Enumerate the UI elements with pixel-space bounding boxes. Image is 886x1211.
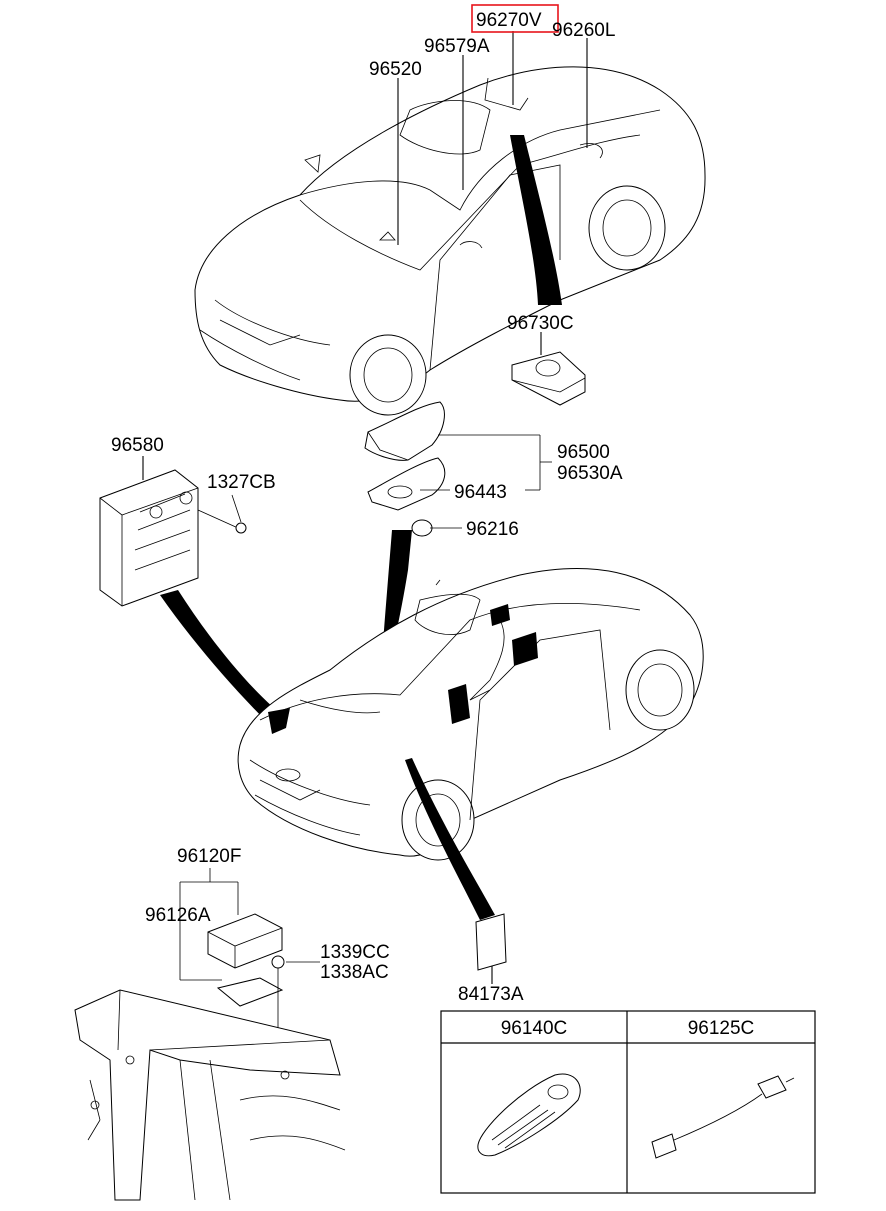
part-96140C-illustration [477, 1073, 581, 1157]
part-96580-illustration [99, 456, 288, 725]
label-96216: 96216 [466, 519, 519, 540]
crossbar-frame-illustration [74, 989, 346, 1201]
label-96260L: 96260L [552, 20, 615, 41]
part-96730C-illustration [511, 351, 586, 406]
parts-table: 96140C 96125C [440, 1010, 816, 1194]
label-96530A: 96530A [557, 463, 623, 484]
label-1327CB: 1327CB [207, 472, 276, 493]
highlight-box-96270V [471, 4, 559, 33]
top-car-illustration [194, 66, 706, 416]
callout-wedge-84173A [405, 758, 495, 920]
label-96126A: 96126A [145, 905, 211, 926]
label-96120F: 96120F [177, 846, 241, 867]
label-96580: 96580 [111, 435, 164, 456]
label-96730C: 96730C [507, 313, 574, 334]
label-96500: 96500 [557, 442, 610, 463]
part-84173A-illustration [475, 913, 507, 984]
antenna-parts-illustration [364, 401, 552, 685]
middle-car-illustration [237, 567, 704, 920]
label-96270V: 96270V [476, 10, 542, 31]
label-84173A: 84173A [458, 984, 524, 1005]
label-96443: 96443 [454, 482, 507, 503]
label-1339CC: 1339CC [320, 942, 390, 963]
top-leaders [397, 31, 588, 355]
table-header-96125C: 96125C [688, 1018, 755, 1039]
callout-wedge-96730C [510, 135, 562, 305]
part-96120F-illustration [179, 868, 320, 1040]
label-96579A: 96579A [424, 36, 490, 57]
label-1338AC: 1338AC [320, 962, 389, 983]
callout-wedge-96580 [160, 590, 288, 725]
label-96520: 96520 [369, 59, 422, 80]
table-header-96140C: 96140C [501, 1018, 568, 1039]
part-96125C-illustration [651, 1075, 795, 1159]
